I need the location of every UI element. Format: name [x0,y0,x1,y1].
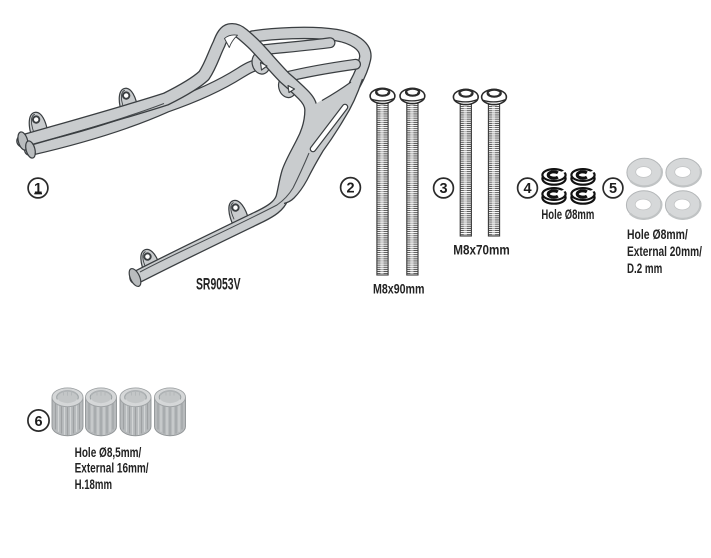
svg-text:M8x90mm: M8x90mm [373,281,425,297]
svg-text:1: 1 [34,181,42,197]
svg-text:5: 5 [609,181,617,197]
svg-text:External 20mm/: External 20mm/ [627,243,702,259]
svg-text:2: 2 [346,181,354,197]
svg-text:M8x70mm: M8x70mm [453,242,509,258]
svg-text:H.18mm: H.18mm [75,476,112,492]
svg-text:External 16mm/: External 16mm/ [75,460,149,476]
svg-text:Hole Ø8mm/: Hole Ø8mm/ [627,226,688,242]
svg-text:D.2 mm: D.2 mm [627,260,662,276]
svg-text:Hole Ø8mm: Hole Ø8mm [541,206,594,222]
svg-text:4: 4 [523,181,531,197]
svg-text:6: 6 [34,414,42,430]
svg-text:Hole Ø8,5mm/: Hole Ø8,5mm/ [75,444,142,460]
svg-text:SR9053V: SR9053V [196,276,241,294]
svg-text:3: 3 [439,181,447,197]
